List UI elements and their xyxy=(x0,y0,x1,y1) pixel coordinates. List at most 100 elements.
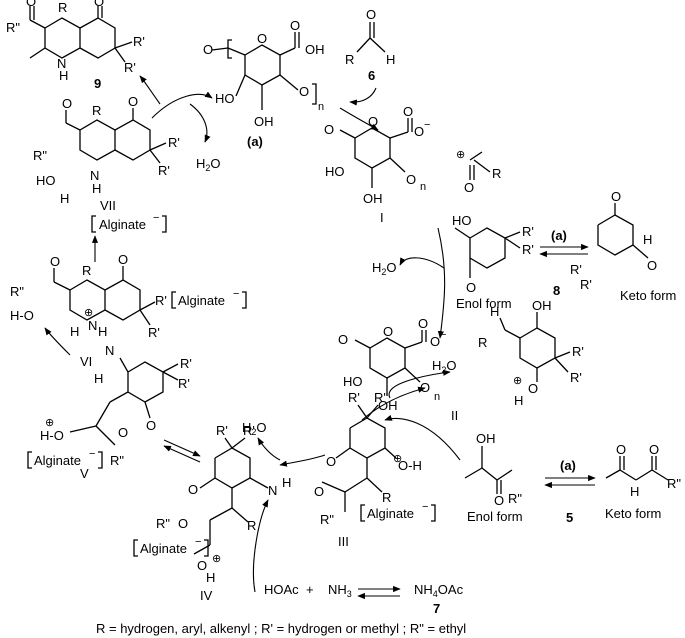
reagent-NH3: NH3 xyxy=(328,582,352,599)
cat-glycoside-O: O xyxy=(299,84,309,99)
IV-O: O xyxy=(188,482,198,497)
c9-H: H xyxy=(59,68,68,83)
V-Rpp: R" xyxy=(110,453,124,468)
II-OH-top: OH xyxy=(532,298,552,313)
water-IV: H2O xyxy=(242,420,267,437)
VII-HO: HO xyxy=(36,173,56,188)
VII-H: H xyxy=(60,191,69,206)
cat-n: n xyxy=(318,101,324,113)
VI-Rp1: R' xyxy=(155,293,167,308)
I-oxonium-O: O xyxy=(464,180,474,195)
V-Rp1: R' xyxy=(180,356,192,371)
intermediate-II: O O O O − HO OH O n OH H R ⊕ O H R' R' I… xyxy=(338,298,584,423)
VI-alginate-charge: − xyxy=(233,288,239,300)
I-label: I xyxy=(380,210,384,225)
water-mid: H2O xyxy=(372,260,397,277)
V-plus: ⊕ xyxy=(45,417,54,429)
VI-R: R xyxy=(82,263,91,278)
c5-keto-Rpp: R" xyxy=(667,476,681,491)
c8-keto-Rp2: R' xyxy=(580,277,592,292)
IV-Rp2: R' xyxy=(243,423,255,438)
III-R: R xyxy=(382,490,391,505)
II-plus: ⊕ xyxy=(513,375,522,387)
intermediate-V: N H R' R' O ⊕ H-O O R" Alginate − V xyxy=(27,343,192,481)
cat-OH: OH xyxy=(305,42,325,57)
c8-keto-O1: O xyxy=(611,189,621,204)
IV-R: R xyxy=(247,518,256,533)
II-carboxylate-O: O xyxy=(430,334,440,349)
c8-HO: HO xyxy=(452,213,472,228)
VI-plus: ⊕ xyxy=(84,307,93,319)
cat-label: (a) xyxy=(247,134,263,149)
compound-6: O R H 6 xyxy=(345,7,395,83)
c5-Rpp: R" xyxy=(508,491,522,506)
I-charge: − xyxy=(424,119,430,131)
V-alginate-charge: − xyxy=(89,448,95,460)
c5-O: O xyxy=(494,493,504,508)
II-HO: HO xyxy=(343,374,363,389)
reaction-arrows xyxy=(44,75,461,593)
II-R: R xyxy=(478,335,487,350)
VII-label: VII xyxy=(100,198,116,213)
c8-keto-Rp1: R' xyxy=(570,262,582,277)
II-OH: OH xyxy=(378,398,398,413)
c5-OH: OH xyxy=(476,431,496,446)
c8-number: 8 xyxy=(553,283,560,298)
I-carbonyl-O: O xyxy=(403,104,413,119)
VI-H2: H xyxy=(98,324,107,339)
cat-carbonyl-O: O xyxy=(290,18,300,33)
VII-R: R xyxy=(92,103,101,118)
c5-keto-label: Keto form xyxy=(605,506,661,521)
reagent-product: NH4OAc xyxy=(414,582,464,599)
cat-OH2: OH xyxy=(254,114,274,129)
VI-acyl-O: O xyxy=(50,254,60,269)
c9-acyl-O: O xyxy=(26,0,36,9)
I-OH: OH xyxy=(363,191,383,206)
compound-9: R O O R" N H R' R' 9 xyxy=(6,0,145,91)
intermediate-I: O O O O − HO OH O n I ⊕ O R xyxy=(324,104,501,225)
c5-keto-O1: O xyxy=(616,442,626,457)
c5-enol-label: Enol form xyxy=(467,509,523,524)
V-H: H xyxy=(94,371,103,386)
VI-Rpp: R" xyxy=(10,284,24,299)
cat-methyl-O: O xyxy=(203,42,213,57)
c9-R: R xyxy=(58,0,67,15)
II-ring-O: O xyxy=(383,324,393,339)
catalyst-a: O O O OH O n HO OH (a) xyxy=(203,18,325,149)
footnote: R = hydrogen, aryl, alkenyl ; R' = hydro… xyxy=(96,621,466,636)
intermediate-VII: R O O R" HO H N H R' R' VII Alginate − xyxy=(33,94,180,233)
c6-H: H xyxy=(386,52,395,67)
II-O: O xyxy=(528,381,538,396)
c8-O: O xyxy=(466,280,476,295)
II-H: H xyxy=(490,304,499,319)
I-HO: HO xyxy=(325,164,345,179)
IV-Rpp: R" xyxy=(156,516,170,531)
III-alginate-charge: − xyxy=(422,501,428,513)
VII-alginate-charge: − xyxy=(153,212,159,224)
V-Rp2: R' xyxy=(178,376,190,391)
cat-ring-O: O xyxy=(257,31,267,46)
c6-O: O xyxy=(366,7,376,22)
c5-H: H xyxy=(630,484,639,499)
VI-label: VI xyxy=(80,354,92,369)
III-Rp1: R' xyxy=(348,390,360,405)
V-alginate: Alginate xyxy=(34,453,81,468)
II-label: II xyxy=(451,408,458,423)
c9-number: 9 xyxy=(94,76,101,91)
IV-H: H xyxy=(282,475,291,490)
VII-N: N xyxy=(90,168,99,183)
I-methyl-O: O xyxy=(324,122,334,137)
c5-keto-O2: O xyxy=(649,442,659,457)
III-Rp2: R' xyxy=(374,390,386,405)
c5-arrow-label: (a) xyxy=(560,458,576,473)
VI-H1: H xyxy=(70,324,79,339)
III-alginate: Alginate xyxy=(367,506,414,521)
III-OH: O-H xyxy=(398,458,422,473)
I-carboxylate-O: O xyxy=(414,124,424,139)
VI-alginate: Alginate xyxy=(178,293,225,308)
intermediate-VI: R O O R" H-O ⊕ N H H R' R' Alginate − VI xyxy=(10,252,247,369)
IV-OH: H xyxy=(206,570,215,585)
I-ring-O: O xyxy=(368,114,378,129)
IV-oxonium-O: O xyxy=(197,558,207,573)
